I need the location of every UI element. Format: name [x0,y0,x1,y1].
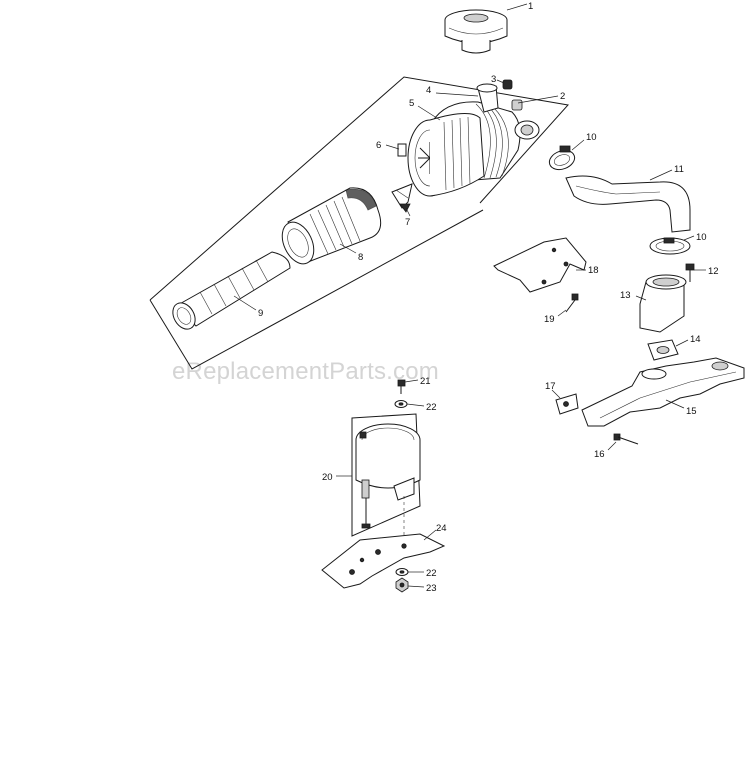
callout-10-upper: 10 [586,132,597,143]
callout-12: 12 [708,266,719,277]
part-15-manifold[interactable] [581,357,745,427]
callout-22-lower: 22 [426,568,437,579]
part-6-tab[interactable] [385,143,407,157]
part-1-cover[interactable] [444,3,528,54]
part-18-bracket[interactable] [493,237,587,293]
callout-6: 6 [376,140,381,151]
callout-18: 18 [588,265,599,276]
part-17-gasket[interactable] [551,389,579,415]
part-20-band-assembly[interactable] [336,413,421,540]
callout-23: 23 [426,583,437,594]
part-24-plate[interactable] [321,529,446,589]
part-10-clamp-upper[interactable] [547,139,585,173]
callout-14: 14 [690,334,701,345]
callout-10-lower: 10 [696,232,707,243]
part-7-valve[interactable] [391,183,413,217]
part-22-washer-lower[interactable] [395,568,424,576]
part-3-valve[interactable] [496,79,513,90]
part-5-housing-body[interactable] [407,105,485,197]
callout-9: 9 [258,308,263,319]
callout-7: 7 [405,217,410,228]
callout-5: 5 [409,98,414,109]
callout-3: 3 [491,74,496,85]
callout-22-upper: 22 [426,402,437,413]
part-23-nut[interactable] [395,577,425,593]
callout-20: 20 [322,472,333,483]
callout-19: 19 [544,314,555,325]
part-8-filter[interactable] [276,187,382,269]
watermark: eReplacementParts.com [172,358,439,385]
callout-15: 15 [686,406,697,417]
part-4-elbow[interactable] [435,83,499,113]
part-16-bolt[interactable] [607,433,639,451]
part-9-safety-filter[interactable] [168,251,291,333]
part-22-washer-upper[interactable] [394,400,425,408]
callout-24: 24 [436,523,447,534]
part-14-gasket[interactable] [647,339,689,361]
callout-8: 8 [358,252,363,263]
part-10-clamp-lower[interactable] [649,235,695,255]
part-21-stud[interactable] [397,379,419,394]
callout-4: 4 [426,85,431,96]
part-13-adapter[interactable] [635,274,687,333]
callout-21: 21 [420,376,431,387]
callout-2: 2 [560,91,565,102]
part-19-bolt[interactable] [557,293,579,317]
callout-16: 16 [594,449,605,460]
callout-13: 13 [620,290,631,301]
callout-17: 17 [545,381,556,392]
callout-11: 11 [674,164,684,175]
part-12-bolt[interactable] [685,263,706,282]
callout-1: 1 [528,1,533,12]
part-11-hose[interactable] [565,169,691,233]
